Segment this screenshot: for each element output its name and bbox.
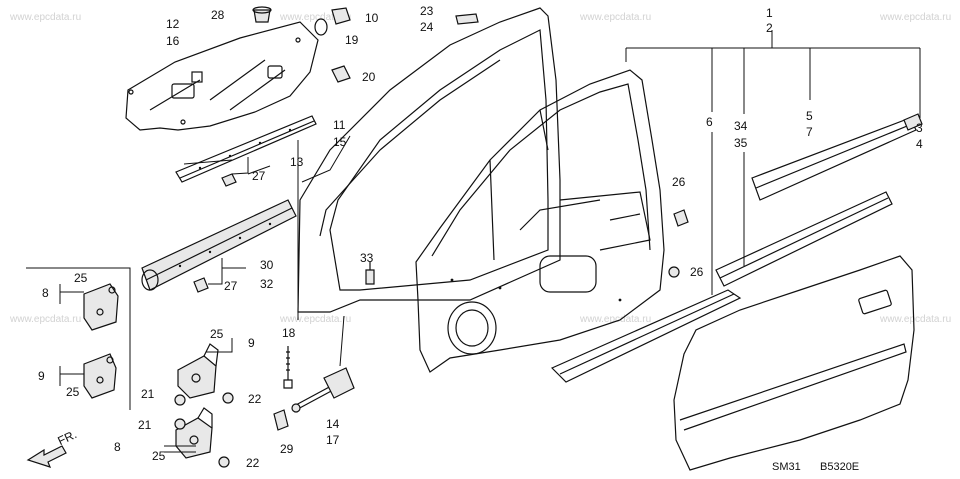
clip-33 xyxy=(365,262,375,285)
callout-32: 32 xyxy=(260,277,274,291)
grommet-10 xyxy=(331,7,351,25)
watermark: www.epcdata.ru xyxy=(279,12,351,23)
impact-beam xyxy=(751,113,923,201)
callout-6: 6 xyxy=(706,115,713,129)
callout-21: 21 xyxy=(141,387,155,401)
callout-8: 8 xyxy=(42,286,49,300)
callout-19: 19 xyxy=(345,33,359,47)
part-23 xyxy=(455,13,479,25)
callout-35: 35 xyxy=(734,136,748,150)
callout-5: 5 xyxy=(806,109,813,123)
callout-22: 22 xyxy=(248,392,262,406)
door-beam xyxy=(715,191,893,287)
clip-27-upper xyxy=(221,173,237,187)
callout-34: 34 xyxy=(734,119,748,133)
callout-16: 16 xyxy=(166,34,180,48)
bolt-18 xyxy=(283,346,293,389)
callout-12: 12 xyxy=(166,17,180,31)
door-frame-outline xyxy=(297,7,561,313)
callout-30: 30 xyxy=(260,258,274,272)
reinforcement-13 xyxy=(175,115,317,183)
callout-9: 9 xyxy=(248,336,255,350)
callout-9: 9 xyxy=(38,369,45,383)
bolt-21-upper xyxy=(174,394,186,406)
watermark: www.epcdata.ru xyxy=(279,314,351,325)
callout-25: 25 xyxy=(66,385,80,399)
callout-27: 27 xyxy=(252,169,266,183)
bolt-21-lower xyxy=(174,418,186,430)
lower-hinge-assembly xyxy=(175,407,213,459)
callout-17: 17 xyxy=(326,433,340,447)
callout-29: 29 xyxy=(280,442,294,456)
callout-25: 25 xyxy=(210,327,224,341)
callout-20: 20 xyxy=(362,70,376,84)
callout-10: 10 xyxy=(365,11,379,25)
nut-20 xyxy=(331,65,351,83)
watermark-layer: www.epcdata.ru www.epcdata.ru www.epcdat… xyxy=(9,12,951,325)
front-direction-arrow: FR. xyxy=(26,427,79,468)
watermark: www.epcdata.ru xyxy=(579,12,651,23)
callout-27: 27 xyxy=(224,279,238,293)
watermark: www.epcdata.ru xyxy=(879,12,951,23)
callout-8: 8 xyxy=(114,440,121,454)
callout-24: 24 xyxy=(420,20,434,34)
o-ring-19 xyxy=(314,18,328,36)
callout-25: 25 xyxy=(152,449,166,463)
watermark: www.epcdata.ru xyxy=(9,314,81,325)
door-checker xyxy=(291,367,355,413)
callout-13: 13 xyxy=(290,155,304,169)
nut-22-lower xyxy=(218,456,230,468)
diagram-code-left: SM31 xyxy=(772,461,801,473)
hinge-inset-border xyxy=(26,267,131,410)
door-inner-panel xyxy=(415,69,665,373)
watermark: www.epcdata.ru xyxy=(579,314,651,325)
clip-27-lower xyxy=(193,277,209,293)
nut-22-upper xyxy=(222,392,234,404)
callout-7: 7 xyxy=(806,125,813,139)
sill-molding xyxy=(550,289,742,383)
leader-lines xyxy=(59,30,921,453)
callout-26: 26 xyxy=(672,175,686,189)
callout-28: 28 xyxy=(211,8,225,22)
bolt-29 xyxy=(273,409,289,431)
callout-21: 21 xyxy=(138,418,152,432)
clip-28 xyxy=(252,6,272,23)
grommet-26-upper xyxy=(673,209,689,227)
callout-3: 3 xyxy=(916,121,923,135)
upper-hinge-left xyxy=(83,283,119,331)
callout-22: 22 xyxy=(246,456,260,470)
grommet-26-lower xyxy=(668,266,680,278)
front-direction-label: FR. xyxy=(55,427,78,448)
door-hole-seal-sheet xyxy=(125,21,319,131)
callout-23: 23 xyxy=(420,4,434,18)
callout-33: 33 xyxy=(360,251,374,265)
callout-14: 14 xyxy=(326,417,340,431)
callout-18: 18 xyxy=(282,326,296,340)
watermark: www.epcdata.ru xyxy=(879,314,951,325)
callout-26: 26 xyxy=(690,265,704,279)
upper-hinge-assembly xyxy=(177,343,219,399)
callout-15: 15 xyxy=(333,135,347,149)
lower-hinge-left xyxy=(83,353,117,399)
reinforcement-30 xyxy=(141,199,297,291)
door-outer-skin xyxy=(673,255,915,471)
callout-1: 1 xyxy=(766,6,773,20)
callout-25: 25 xyxy=(74,271,88,285)
callout-layer: 12 16 28 10 19 20 23 24 11 15 13 27 30 3… xyxy=(38,4,923,470)
callout-4: 4 xyxy=(916,137,923,151)
watermark: www.epcdata.ru xyxy=(9,12,81,23)
callout-2: 2 xyxy=(766,21,773,35)
callout-11: 11 xyxy=(333,118,346,132)
diagram-code-right: B5320E xyxy=(820,461,859,473)
